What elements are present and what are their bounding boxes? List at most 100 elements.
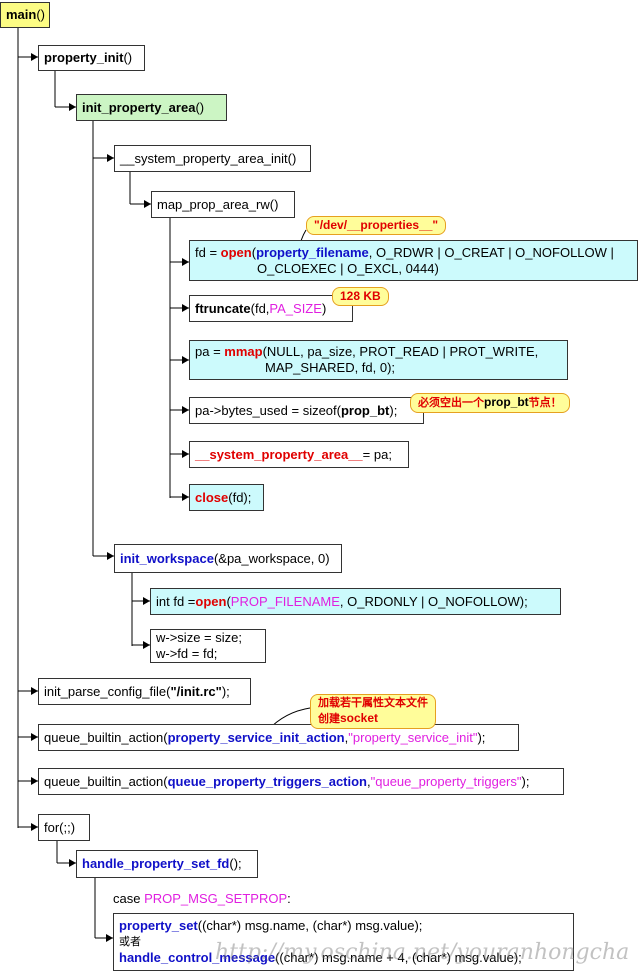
open2-prefix: int fd =	[156, 593, 196, 609]
open2-arg: PROP_FILENAME	[230, 593, 340, 609]
property-set-line: property_set((char*) msg.name, (char*) m…	[119, 918, 422, 934]
load-files-text: 加载若干属性文本文件	[318, 697, 428, 709]
mmap-prefix: pa =	[195, 344, 225, 359]
case-colon: :	[287, 891, 291, 906]
workspace-assign-node[interactable]: w->size = size; w->fd = fd;	[150, 629, 266, 663]
close-fn: close	[195, 489, 229, 505]
open-properties-line1: fd = open(property_filename, O_RDWR | O_…	[195, 245, 614, 261]
queue1-suffix: );	[477, 729, 486, 745]
ftruncate-args: (fd,	[250, 300, 270, 316]
size-128kb-callout: 128 KB	[332, 287, 389, 306]
property-set-args: ((char*) msg.name, (char*) msg.value);	[197, 918, 423, 933]
or-label: 或者	[119, 936, 141, 948]
close-args: (fd);	[228, 489, 252, 505]
init-parse-suffix: );	[221, 683, 230, 699]
ftruncate-size: PA_SIZE	[269, 300, 322, 316]
queue2-prefix: queue_builtin_action(	[44, 773, 168, 789]
system-property-area-assign: = pa;	[362, 446, 392, 462]
queue1-prefix: queue_builtin_action(	[44, 729, 168, 745]
open2-fn: open	[195, 593, 227, 609]
open-properties-node[interactable]: fd = open(property_filename, O_RDWR | O_…	[189, 240, 638, 281]
property-init-node[interactable]: property_init()	[38, 45, 145, 71]
mmap-line1: pa = mmap(NULL, pa_size, PROT_READ | PRO…	[195, 344, 538, 360]
handle-fd-fn: handle_property_set_fd	[82, 856, 230, 871]
handle-property-set-fd-node[interactable]: handle_property_set_fd();	[76, 850, 258, 878]
handle-control-message-line: handle_control_message((char*) msg.name …	[119, 950, 522, 966]
open1-paren: (	[251, 244, 257, 260]
ftruncate-fn: ftruncate	[195, 300, 251, 316]
create-socket-pre: 创建	[318, 713, 340, 725]
property-init-label: property_init	[44, 50, 124, 65]
queue1-str: "property_service_init"	[348, 729, 478, 745]
open1-prefix: fd =	[195, 244, 221, 260]
mmap-args: (NULL, pa_size, PROT_READ | PROT_WRITE,	[262, 344, 539, 359]
property-init-args: ()	[123, 50, 133, 65]
dev-properties-text: "/dev/__properties__"	[314, 218, 439, 232]
system-property-area-assign-node[interactable]: __system_property_area__ = pa;	[189, 441, 409, 468]
init-parse-prefix: init_parse_config_file(	[44, 683, 171, 699]
case-label: case PROP_MSG_SETPROP:	[113, 891, 291, 907]
init-parse-arg: "/init.rc"	[170, 683, 222, 699]
property-set-node[interactable]: property_set((char*) msg.name, (char*) m…	[113, 913, 574, 971]
open2-flags: , O_RDONLY | O_NOFOLLOW);	[339, 593, 528, 609]
prop-bt-note-key: prop_bt	[484, 395, 529, 409]
init-rc-callout: 加载若干属性文本文件 创建socket	[310, 694, 436, 729]
open1-flags: , O_RDWR | O_CREAT | O_NOFOLLOW |	[368, 244, 614, 260]
init-workspace-node[interactable]: init_workspace(&pa_workspace, 0)	[114, 544, 342, 573]
prop-bt-note-pre: 必须空出一个	[418, 397, 484, 409]
case-keyword: case	[113, 891, 145, 906]
prop-bt-note-post: 节点！	[528, 397, 562, 409]
map-prop-area-rw-label: map_prop_area_rw()	[157, 196, 279, 212]
queue2-str: "queue_property_triggers"	[370, 773, 522, 789]
main-args: ()	[36, 7, 46, 22]
init-parse-config-node[interactable]: init_parse_config_file("/init.rc");	[38, 678, 251, 705]
init-workspace-fn: init_workspace	[120, 550, 214, 566]
watermark: http://my.oschina.net/youranhongcha	[215, 940, 630, 965]
queue2-suffix: );	[521, 773, 530, 789]
bytes-used-suffix: );	[389, 402, 398, 418]
property-set-fn: property_set	[119, 918, 198, 933]
init-property-area-node[interactable]: init_property_area()	[76, 94, 227, 121]
system-property-area-var: __system_property_area__	[195, 446, 363, 462]
mmap-line2: MAP_SHARED, fd, 0);	[265, 360, 396, 375]
workspace-fd-line: w->fd = fd;	[156, 646, 218, 661]
bytes-used-node[interactable]: pa->bytes_used = sizeof(prop_bt);	[189, 397, 424, 424]
open-prop-filename-node[interactable]: int fd = open(PROP_FILENAME, O_RDONLY | …	[150, 588, 561, 615]
queue1-comma: ,	[344, 729, 349, 745]
open1-arg: property_filename	[256, 244, 369, 260]
system-property-area-init-label: __system_property_area_init()	[120, 150, 297, 166]
init-property-area-args: ()	[195, 99, 205, 115]
close-node[interactable]: close(fd);	[189, 484, 264, 511]
ftruncate-node[interactable]: ftruncate(fd, PA_SIZE)	[189, 295, 353, 322]
prop-bt-callout: 必须空出一个prop_bt节点！	[410, 393, 570, 413]
handle-control-message-fn: handle_control_message	[119, 950, 276, 965]
bytes-used-arg: prop_bt	[340, 402, 390, 418]
handle-fd-suffix: ();	[229, 856, 242, 871]
map-prop-area-rw-node[interactable]: map_prop_area_rw()	[151, 191, 295, 218]
open1-fn: open	[220, 244, 252, 260]
init-workspace-args: (&pa_workspace, 0)	[213, 550, 330, 566]
dev-properties-callout: "/dev/__properties__"	[306, 216, 447, 235]
system-property-area-init-node[interactable]: __system_property_area_init()	[114, 145, 311, 172]
queue2-fn: queue_property_triggers_action	[167, 773, 367, 789]
mmap-fn: mmap	[224, 344, 263, 359]
size-128kb-text: 128 KB	[340, 289, 381, 303]
queue-property-triggers-node[interactable]: queue_builtin_action(queue_property_trig…	[38, 768, 564, 795]
handle-control-message-args: ((char*) msg.name + 4, (char*) msg.value…	[275, 950, 522, 965]
queue1-fn: property_service_init_action	[167, 729, 345, 745]
main-label: main	[6, 7, 37, 22]
workspace-size-line: w->size = size;	[156, 630, 242, 645]
queue2-comma: ,	[367, 773, 371, 789]
mmap-node[interactable]: pa = mmap(NULL, pa_size, PROT_READ | PRO…	[189, 340, 568, 380]
open2-paren: (	[226, 593, 231, 609]
ftruncate-close: )	[321, 300, 327, 316]
case-arg: PROP_MSG_SETPROP	[144, 891, 288, 906]
for-loop-node[interactable]: for(;;)	[38, 814, 90, 841]
main-node[interactable]: main()	[0, 2, 50, 28]
open-properties-line2: O_CLOEXEC | O_EXCL, 0444)	[257, 260, 439, 276]
create-socket-key: socket	[340, 711, 379, 725]
queue-property-service-init-node[interactable]: queue_builtin_action(property_service_in…	[38, 724, 519, 751]
bytes-used-prefix: pa->bytes_used = sizeof(	[195, 402, 341, 418]
init-property-area-label: init_property_area	[82, 99, 196, 115]
